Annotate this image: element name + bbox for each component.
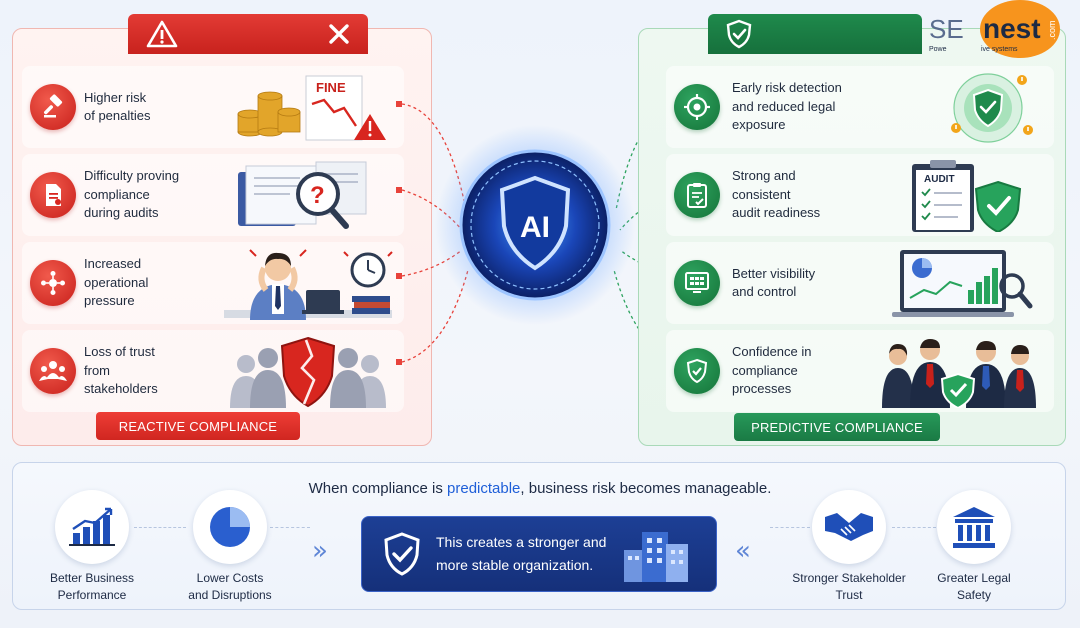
reactive-header <box>128 14 368 54</box>
svg-text:?: ? <box>310 182 325 209</box>
svg-text:FINE: FINE <box>316 80 346 95</box>
ai-core-icon: AI <box>435 125 635 325</box>
stressed-worker-illustration <box>224 249 393 320</box>
people-group-icon <box>30 348 76 394</box>
svg-text:SE: SE <box>929 14 964 44</box>
target-icon <box>674 84 720 130</box>
broken-shield-illustration <box>230 336 386 408</box>
warning-icon <box>146 20 178 48</box>
predictive-header <box>708 14 922 54</box>
analytics-laptop-illustration <box>892 250 1033 317</box>
fine-illustration: FINE <box>237 75 386 141</box>
audit-clipboard-illustration: AUDIT <box>912 160 1022 232</box>
svg-text:AI: AI <box>520 211 550 244</box>
radar-shield-illustration <box>951 73 1033 143</box>
dashed-connector <box>892 527 936 528</box>
pie-chart-icon <box>193 490 267 564</box>
dashed-connector <box>270 527 310 528</box>
double-chevron-left-icon: « <box>735 536 751 566</box>
dashboard-icon <box>674 260 720 306</box>
office-buildings-icon <box>624 532 688 582</box>
double-chevron-right-icon: » <box>312 536 328 566</box>
tagline: When compliance is predictable, business… <box>308 480 772 497</box>
svg-text:AUDIT: AUDIT <box>924 174 955 185</box>
bar-chart-icon <box>55 490 129 564</box>
dashed-connector <box>134 527 186 528</box>
gavel-icon <box>30 84 76 130</box>
network-icon <box>30 260 76 306</box>
handshake-icon <box>812 490 886 564</box>
document-icon <box>30 172 76 218</box>
svg-text:nest: nest <box>983 13 1041 44</box>
reactive-compliance-label: REACTIVE COMPLIANCE <box>96 412 300 440</box>
shield-check-icon <box>384 532 420 576</box>
shield-check-icon <box>674 348 720 394</box>
svg-text:Powe: Powe <box>929 46 947 53</box>
shield-check-icon <box>726 19 752 49</box>
clipboard-check-icon <box>674 172 720 218</box>
predictive-compliance-label: PREDICTIVE COMPLIANCE <box>734 413 940 441</box>
bank-icon <box>937 490 1011 564</box>
svg-text:.com: .com <box>1047 20 1057 40</box>
close-icon <box>329 24 349 44</box>
svg-text:ive systems: ive systems <box>981 46 1018 53</box>
senest-logo: SE nest Powe ive systems .com <box>925 0 1065 58</box>
dashed-connector <box>770 527 810 528</box>
business-team-illustration <box>882 339 1036 408</box>
magnifier-question-illustration: ? <box>238 161 367 229</box>
